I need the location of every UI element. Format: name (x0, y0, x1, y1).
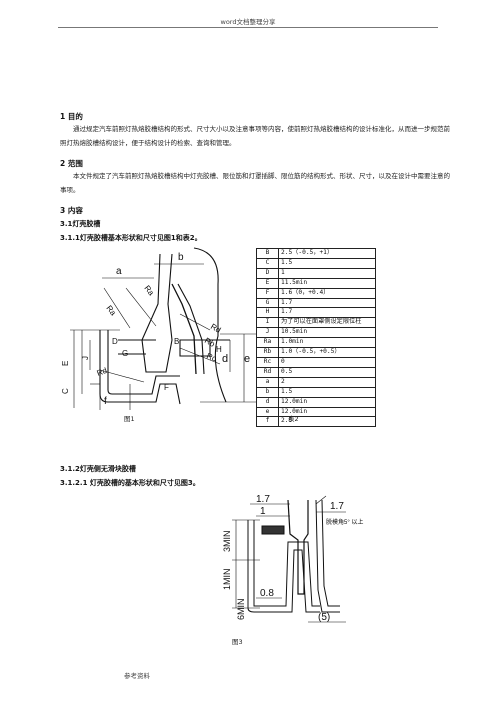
section-1-title: 1 目的 (60, 112, 83, 121)
table-2-value: 1 (278, 267, 376, 279)
fig3-label-1: 1 (260, 506, 266, 517)
fig1-label-h: H (216, 345, 222, 354)
table-2-value: 2 (278, 376, 376, 388)
table-2-key: b (256, 386, 279, 398)
table-2-value: 1.6（0，+0.4） (278, 287, 376, 299)
table-2-value: 为了可以在面罩侧设定限位柱 (278, 317, 376, 329)
table-2-key: f (256, 416, 279, 428)
subsection-3-1-2: 3.1.2灯壳侧无滑块胶槽 (60, 465, 136, 473)
table-2-value: 1.7 (278, 297, 376, 309)
fig1-label-d-lower: d (222, 353, 228, 365)
subsection-3-1-2-1: 3.1.2.1 灯壳胶槽的基本形状和尺寸见图3。 (60, 479, 200, 487)
table-2-key: Rb (256, 347, 279, 358)
fig1-label-rb: Rb (203, 336, 217, 349)
table-2-key: J (256, 327, 279, 339)
table-2-value: 1.5 (278, 386, 376, 398)
fig1-label-a: a (116, 266, 122, 277)
table-2-key: F (256, 287, 279, 299)
table-2-key: d (256, 396, 279, 408)
table-2-key: H (256, 307, 279, 319)
table-2-key: a (256, 376, 279, 388)
table-2-value: 1.0（-0.5，+0.5） (278, 347, 376, 358)
table-2-key: E (256, 277, 279, 289)
figure-3-caption: 图3 (232, 638, 243, 646)
table-2-key: D (256, 267, 279, 279)
table-2-value: 10.5min (278, 327, 376, 339)
table-2-value: 11.5min (278, 277, 376, 289)
fig3-label-1min: 1MIN (222, 568, 232, 590)
page-footer: 参考资料 (124, 672, 150, 680)
section-1-text: 通过规定汽车前照灯热熔胶槽结构的形式、尺寸大小以及注意事项等内容，使前照灯热熔胶… (60, 125, 450, 147)
fig3-label-3min: 3MIN (222, 530, 232, 552)
fig1-label-d: D (112, 337, 118, 346)
table-2-value: 1.0min (278, 337, 376, 349)
fig1-label-b-upper: B (174, 337, 179, 346)
table-2-value: 2.5（-0.5，+1） (278, 248, 376, 259)
section-3-title: 3 内容 (60, 206, 83, 215)
subsection-3-1: 3.1灯壳胶槽 (60, 220, 101, 228)
table-2-key: Rc (256, 356, 279, 368)
fig3-label-5: (5) (318, 612, 330, 623)
fig1-label-rc: Rc (205, 351, 217, 363)
table-2-value: 0.5 (278, 366, 376, 378)
fig1-label-e-lower: e (244, 353, 250, 365)
fig1-label-e: E (61, 361, 70, 366)
fig1-label-rd-2: Rd (96, 366, 109, 378)
fig1-label-j: J (81, 356, 90, 360)
fig3-label-draft-angle: 脱模角5° 以上 (326, 518, 363, 526)
table-2-caption: 表2 (288, 415, 299, 423)
table-2-key: Ra (256, 337, 279, 349)
table-2-value: 12.0min (278, 396, 376, 408)
fig3-label-1-7-left: 1.7 (256, 494, 270, 505)
subsection-3-1-1: 3.1.1灯壳胶槽基本形状和尺寸见图1和表2。 (60, 234, 202, 242)
table-2-key: I (256, 317, 279, 329)
table-2-value: 2.5 (278, 416, 376, 428)
table-2-value: 1.7 (278, 307, 376, 319)
table-2-key: e (256, 406, 279, 418)
fig1-label-f-lower: f (104, 396, 107, 407)
table-2-key: B (256, 248, 279, 259)
fig1-label-b: b (178, 252, 184, 263)
section-2-title: 2 范围 (60, 159, 83, 168)
fig1-label-rd: Rd (209, 322, 222, 335)
page-header: word文档整理分享 (220, 18, 276, 26)
fig1-label-c: C (61, 388, 70, 394)
fig1-label-g: G (122, 349, 128, 358)
figure-1-drawing: a b Ra Ra Rd Rb H Rc Rd B D E J C G F f … (61, 247, 256, 410)
figure-3-drawing: 1.7 1.7 1 3MIN 1MIN 6MIN 0.8 (5) 脱模角5° 以… (222, 494, 363, 623)
fig1-label-f: F (164, 383, 169, 392)
table-2-key: Rd (256, 366, 279, 378)
section-2-text: 本文件规定了汽车前照灯热熔胶槽结构中灯壳胶槽、限位筋和灯罩插脚、限位筋的结构形式… (60, 172, 450, 194)
table-2-key: C (256, 257, 279, 269)
table-2-value: 1.5 (278, 257, 376, 269)
table-2-key: G (256, 297, 279, 309)
fig3-label-1-7-right: 1.7 (330, 501, 344, 512)
fig1-label-ra-1: Ra (104, 304, 118, 318)
fig1-label-ra-2: Ra (142, 284, 156, 298)
fig3-label-0-8: 0.8 (260, 588, 274, 599)
fig3-label-6min: 6MIN (236, 598, 246, 620)
table-2-value: 0 (278, 356, 376, 368)
header-divider (58, 27, 438, 28)
figure-1-caption: 图1 (124, 415, 135, 423)
